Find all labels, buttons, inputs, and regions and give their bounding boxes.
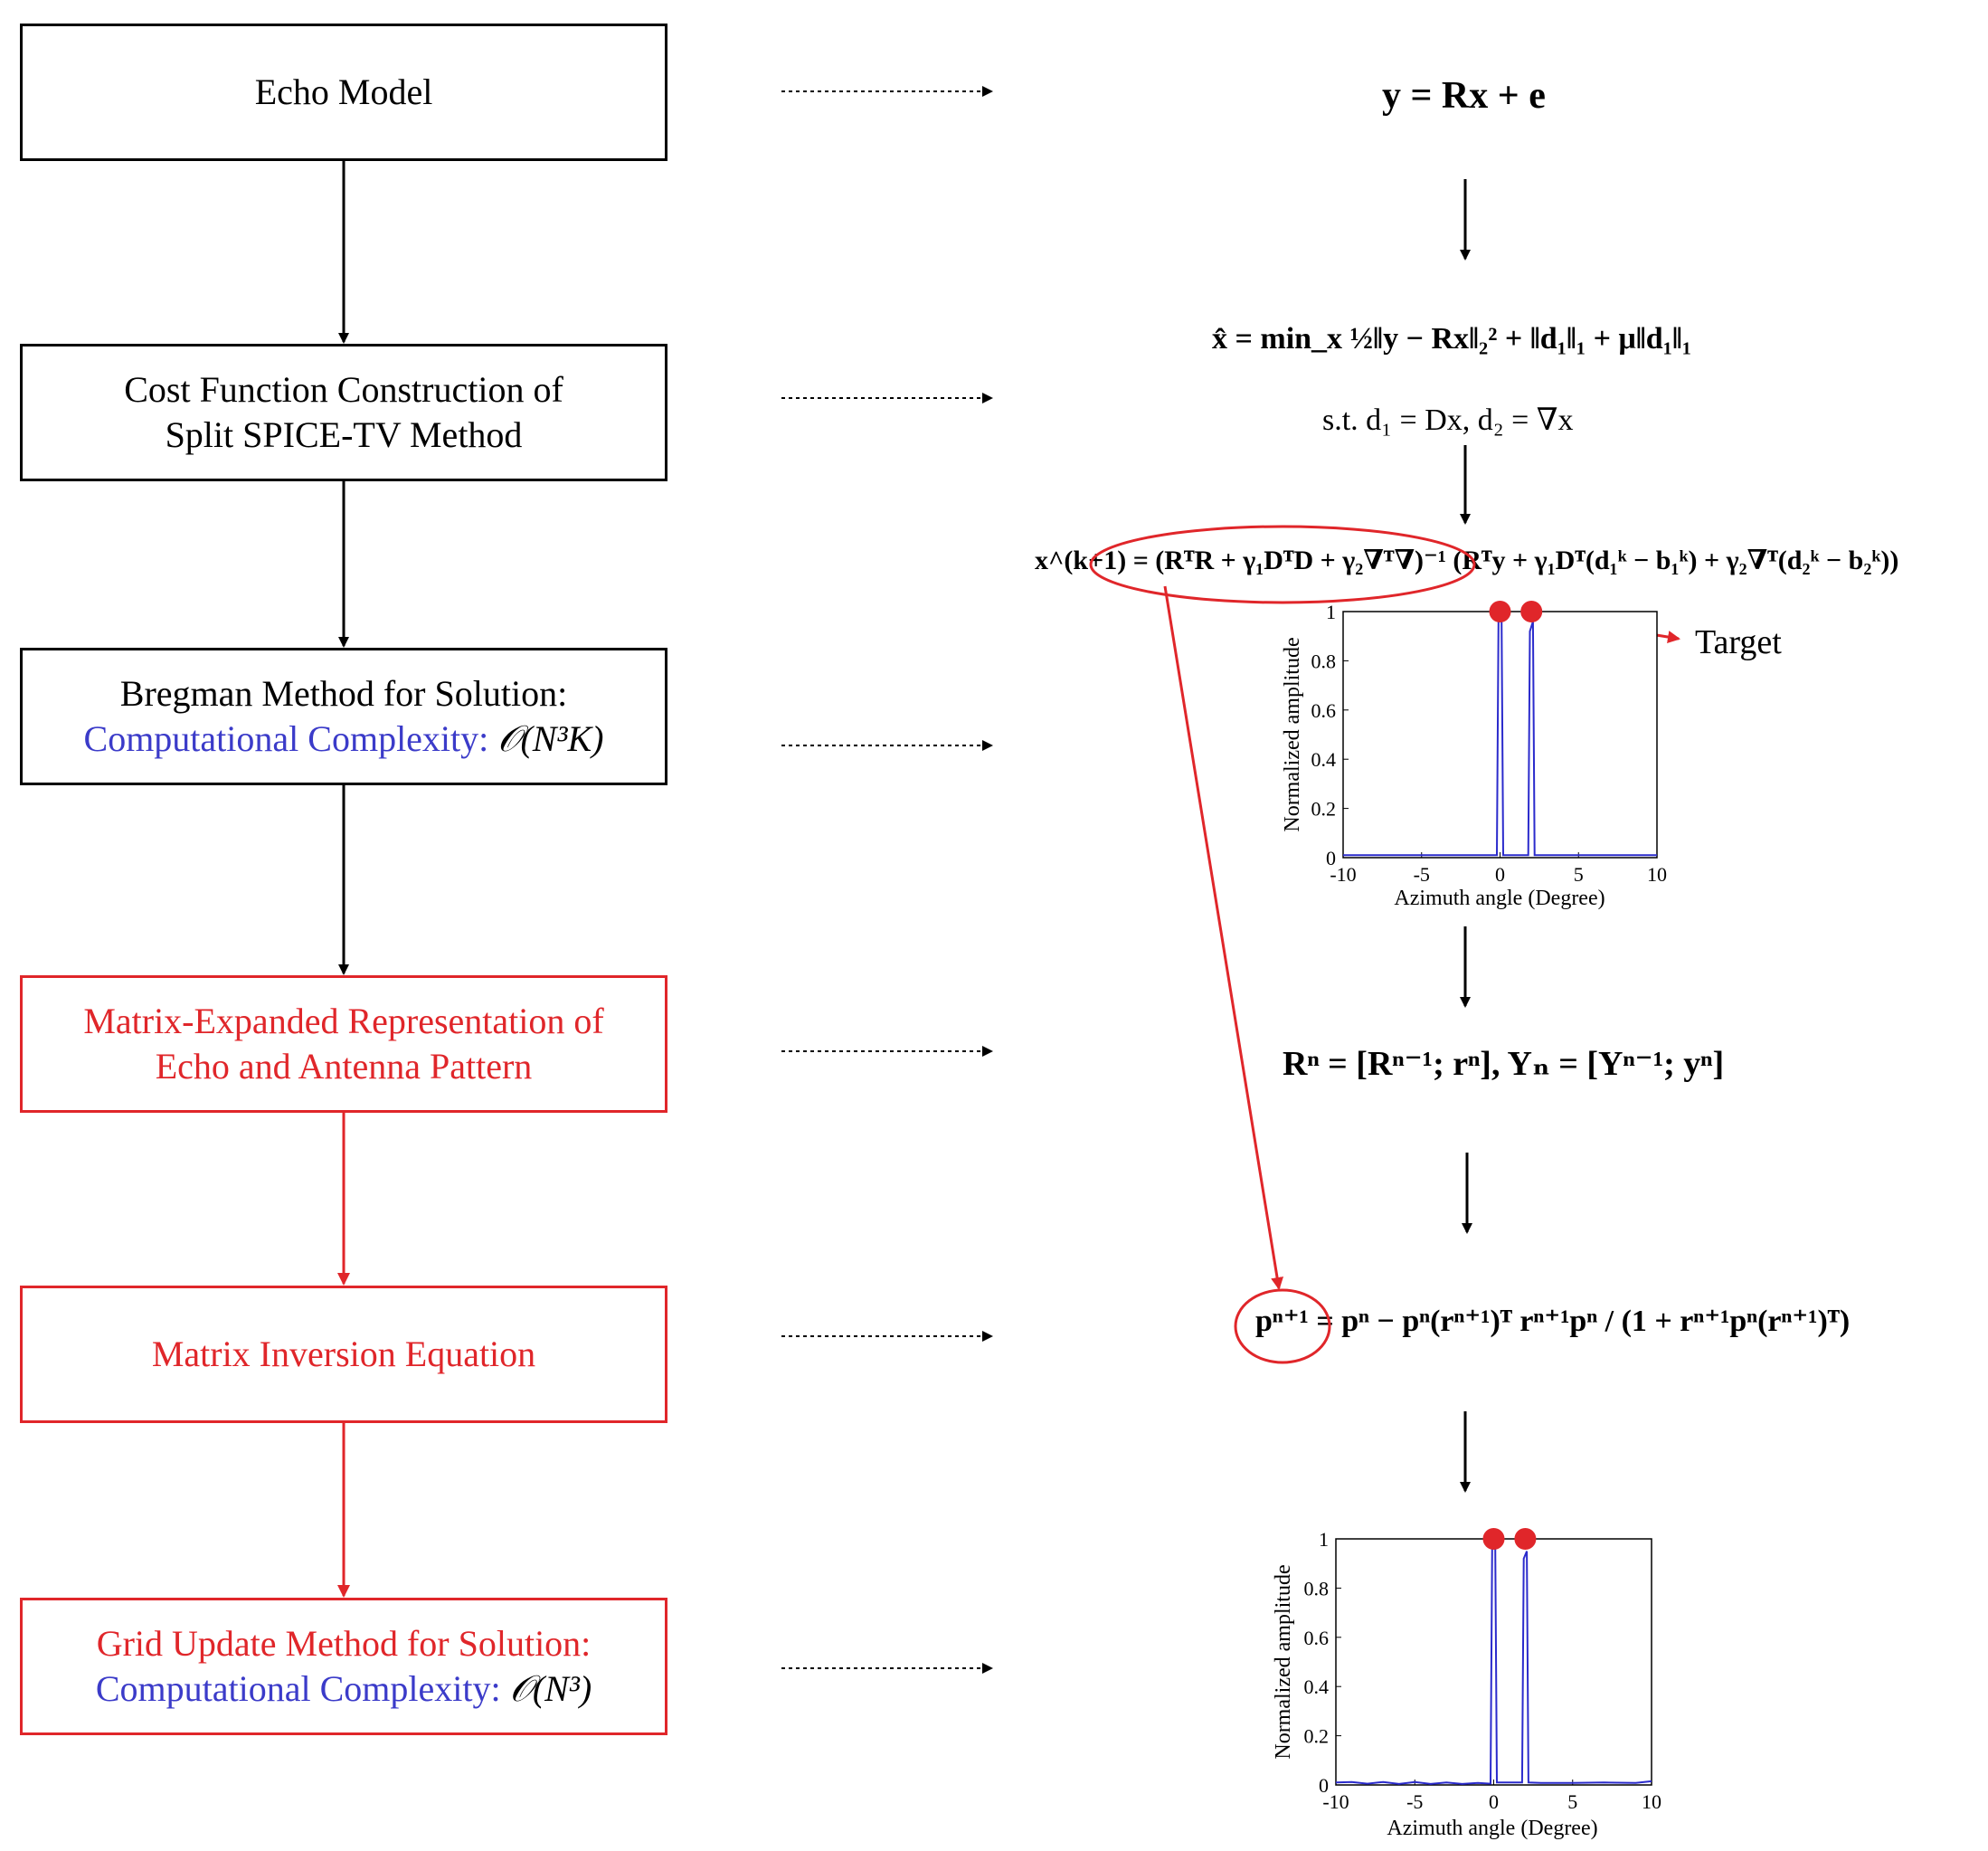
- bregman-complexity-label: Computational Complexity:: [83, 718, 489, 759]
- grid-update-complexity-value: 𝒪(N³): [509, 1668, 592, 1709]
- chart-1: -10 -5 0 5 10 0 0.2 0.4 0.6 0.8 1 Azimuth angle (D…: [1281, 601, 1667, 910]
- chart-2-ylabel: Normalized amplitude: [1272, 1564, 1295, 1759]
- target-marker: [1514, 1528, 1537, 1550]
- matrix-expanded-line1: Matrix-Expanded Representation of: [83, 1001, 604, 1041]
- chart-2-markers: [1482, 1528, 1537, 1550]
- grid-update-complexity-row: Computational Complexity: 𝒪(N³): [96, 1666, 592, 1712]
- chart-2: -10 -5 0 5 10 0 0.2 0.4 0.6 0.8 1 Azimuth angle (D…: [1272, 1528, 1661, 1840]
- y-tick-label: 0.8: [1304, 1577, 1330, 1599]
- cost-function-box: Cost Function Construction of Split SPIC…: [20, 344, 667, 481]
- grid-update-box: Grid Update Method for Solution: Computa…: [20, 1598, 667, 1735]
- cost-function-line1: Cost Function Construction of: [124, 369, 563, 410]
- chart-1-ylabel: Normalized amplitude: [1281, 637, 1304, 831]
- grid-update-line1: Grid Update Method for Solution:: [96, 1623, 592, 1664]
- cost-function-equation: x̂ = min_x ½‖y − Rx‖₂² + ‖d₁‖₁ + μ‖d₁‖₁: [1212, 322, 1692, 356]
- target-label: Target: [1695, 623, 1782, 661]
- y-tick-label: 0.8: [1311, 650, 1337, 672]
- chart-1-ticks: -10 -5 0 5 10 0 0.2 0.4 0.6 0.8 1: [1311, 601, 1668, 886]
- y-tick-label: 0.4: [1304, 1675, 1330, 1698]
- y-tick-label: 0.6: [1304, 1627, 1330, 1649]
- chart-2-xlabel: Azimuth angle (Degree): [1387, 1817, 1597, 1840]
- x-tick-label: 0: [1489, 1790, 1499, 1813]
- echo-model-equation: y = Rx + e: [1382, 75, 1546, 117]
- x-tick-label: 5: [1574, 863, 1584, 886]
- grid-update-complexity-label: Computational Complexity:: [95, 1668, 501, 1709]
- chart-2-frame: [1335, 1538, 1652, 1786]
- cost-function-line2: Split SPICE-TV Method: [165, 414, 523, 455]
- inverse-term-highlight: [1089, 525, 1476, 604]
- target-marker: [1489, 601, 1511, 622]
- y-tick-label: 0.6: [1311, 699, 1337, 722]
- bregman-complexity-value: 𝒪(N³K): [497, 718, 604, 759]
- y-tick-label: 0.2: [1311, 798, 1337, 821]
- bregman-update-equation: x^(k+1) = (RᵀR + γ₁DᵀD + γ₂∇ᵀ∇)⁻¹ (Rᵀy +…: [1035, 546, 1899, 575]
- x-tick-label: 10: [1642, 1790, 1661, 1813]
- inverse-link-arrow: [1163, 585, 1283, 1290]
- bregman-method-box: Bregman Method for Solution: Computation…: [20, 648, 667, 785]
- matrix-inversion-equation: pⁿ⁺¹ = pⁿ − pⁿ(rⁿ⁺¹)ᵀ rⁿ⁺¹pⁿ / (1 + rⁿ⁺¹…: [1255, 1305, 1851, 1338]
- p-update-highlight: [1234, 1288, 1331, 1364]
- chart-2-ticks: -10 -5 0 5 10 0 0.2 0.4 0.6 0.8 1: [1304, 1528, 1662, 1813]
- y-tick-label: 0: [1319, 1774, 1329, 1797]
- x-tick-label: -10: [1330, 863, 1356, 886]
- x-tick-label: 10: [1647, 863, 1667, 886]
- bregman-line1: Bregman Method for Solution:: [119, 673, 568, 714]
- y-tick-label: 0.2: [1304, 1725, 1330, 1748]
- matrix-inversion-label: Matrix Inversion Equation: [151, 1334, 536, 1374]
- echo-model-box: Echo Model: [20, 24, 667, 161]
- matrix-expanded-box: Matrix-Expanded Representation of Echo a…: [20, 975, 667, 1113]
- y-tick-label: 0: [1326, 847, 1336, 869]
- y-tick-label: 1: [1326, 601, 1336, 623]
- echo-model-label: Echo Model: [254, 71, 433, 112]
- x-tick-label: -10: [1322, 1790, 1349, 1813]
- y-tick-label: 0.4: [1311, 748, 1337, 771]
- x-tick-label: 0: [1495, 863, 1505, 886]
- matrix-expanded-equation: Rⁿ = [Rⁿ⁻¹; rⁿ], Yₙ = [Yⁿ⁻¹; yⁿ]: [1283, 1045, 1725, 1083]
- x-tick-label: -5: [1414, 863, 1430, 886]
- y-tick-label: 1: [1319, 1528, 1329, 1551]
- x-tick-label: -5: [1406, 1790, 1423, 1813]
- target-marker: [1482, 1528, 1505, 1550]
- chart-1-markers: [1489, 601, 1543, 622]
- matrix-expanded-line2: Echo and Antenna Pattern: [155, 1046, 533, 1087]
- cost-function-constraint: s.t. d₁ = Dx, d₂ = ∇x: [1322, 403, 1574, 437]
- target-marker: [1520, 601, 1543, 622]
- matrix-inversion-box: Matrix Inversion Equation: [20, 1286, 667, 1423]
- bregman-complexity-row: Computational Complexity: 𝒪(N³K): [84, 717, 604, 762]
- x-tick-label: 5: [1567, 1790, 1577, 1813]
- chart-1-xlabel: Azimuth angle (Degree): [1394, 887, 1605, 910]
- chart-1-frame: [1342, 611, 1658, 859]
